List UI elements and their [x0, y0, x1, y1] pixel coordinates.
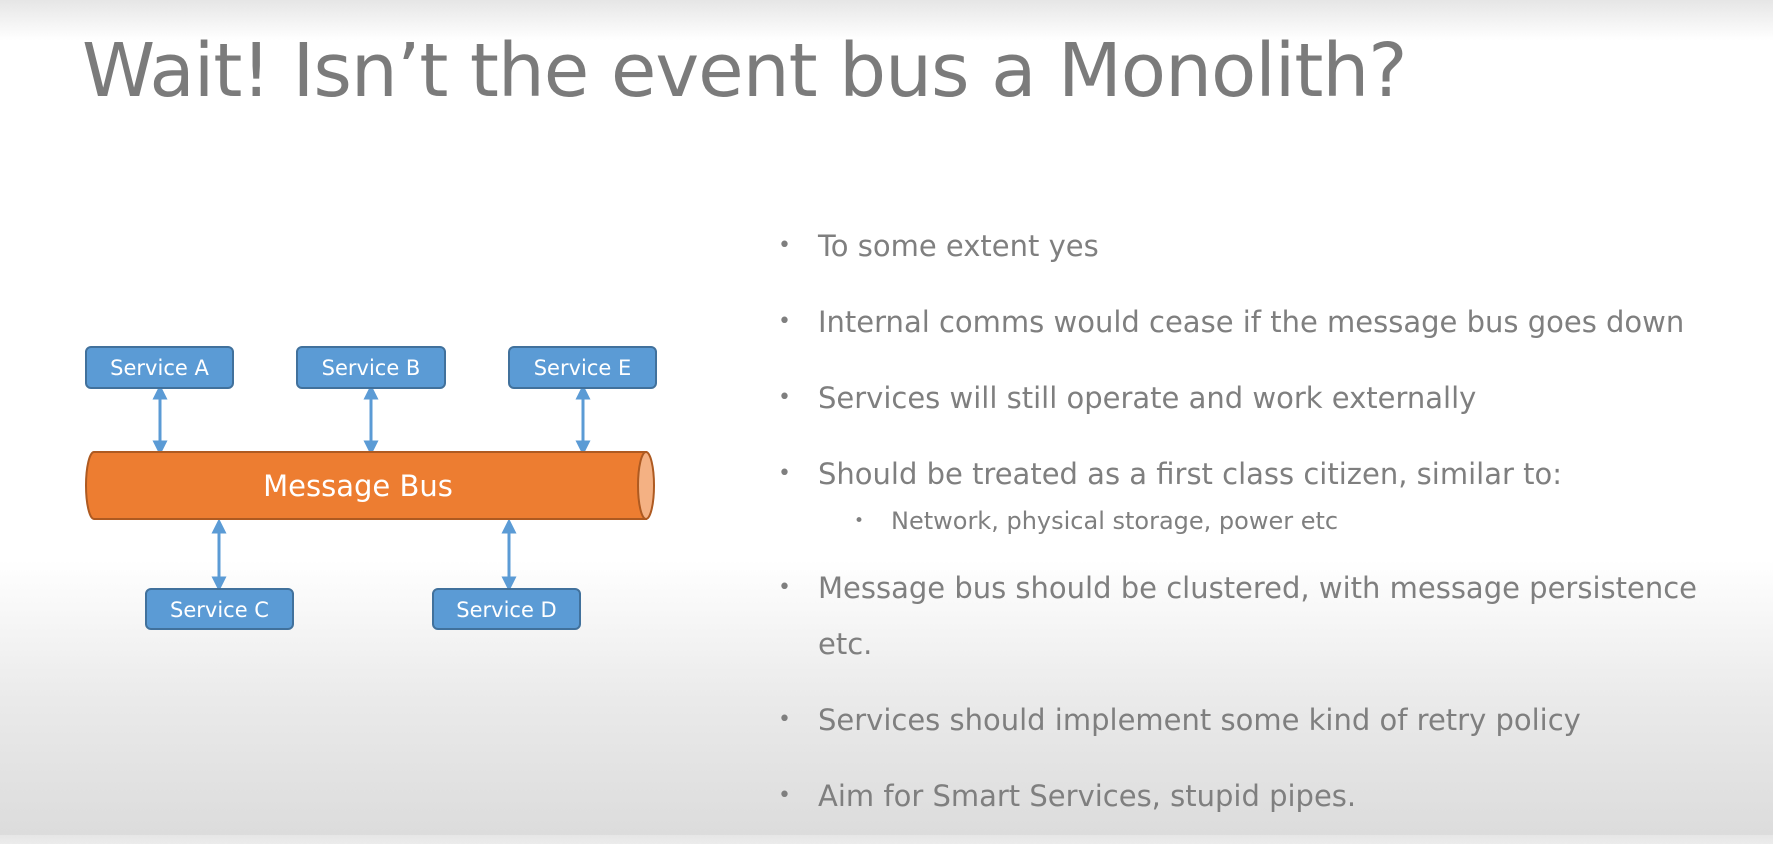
service-b-label: Service B [322, 356, 421, 380]
bullet-item: Services should implement some kind of r… [778, 692, 1728, 748]
service-a: Service A [85, 346, 234, 389]
service-e-label: Service E [534, 356, 632, 380]
architecture-diagram: Message Bus Service A Service B Service … [85, 346, 657, 630]
sub-bullet-item: Network, physical storage, power etc [778, 504, 1728, 538]
message-bus: Message Bus [85, 451, 655, 520]
bullet-item: Services will still operate and work ext… [778, 370, 1728, 426]
slide-title: Wait! Isn’t the event bus a Monolith? [82, 28, 1408, 114]
bullet-item: Message bus should be clustered, with me… [778, 560, 1728, 672]
service-c-label: Service C [170, 598, 269, 622]
service-d-label: Service D [456, 598, 556, 622]
message-bus-label: Message Bus [263, 469, 453, 503]
bullet-item: Should be treated as a first class citiz… [778, 446, 1728, 502]
service-d: Service D [432, 588, 581, 630]
service-a-label: Service A [110, 356, 209, 380]
service-e: Service E [508, 346, 657, 389]
bullet-item: To some extent yes [778, 218, 1728, 274]
service-b: Service B [296, 346, 446, 389]
bullet-item: Internal comms would cease if the messag… [778, 294, 1728, 350]
bullet-item: Aim for Smart Services, stupid pipes. [778, 768, 1728, 824]
bullet-list: To some extent yes Internal comms would … [778, 218, 1728, 844]
service-c: Service C [145, 588, 294, 630]
message-bus-end-cap [637, 451, 655, 520]
